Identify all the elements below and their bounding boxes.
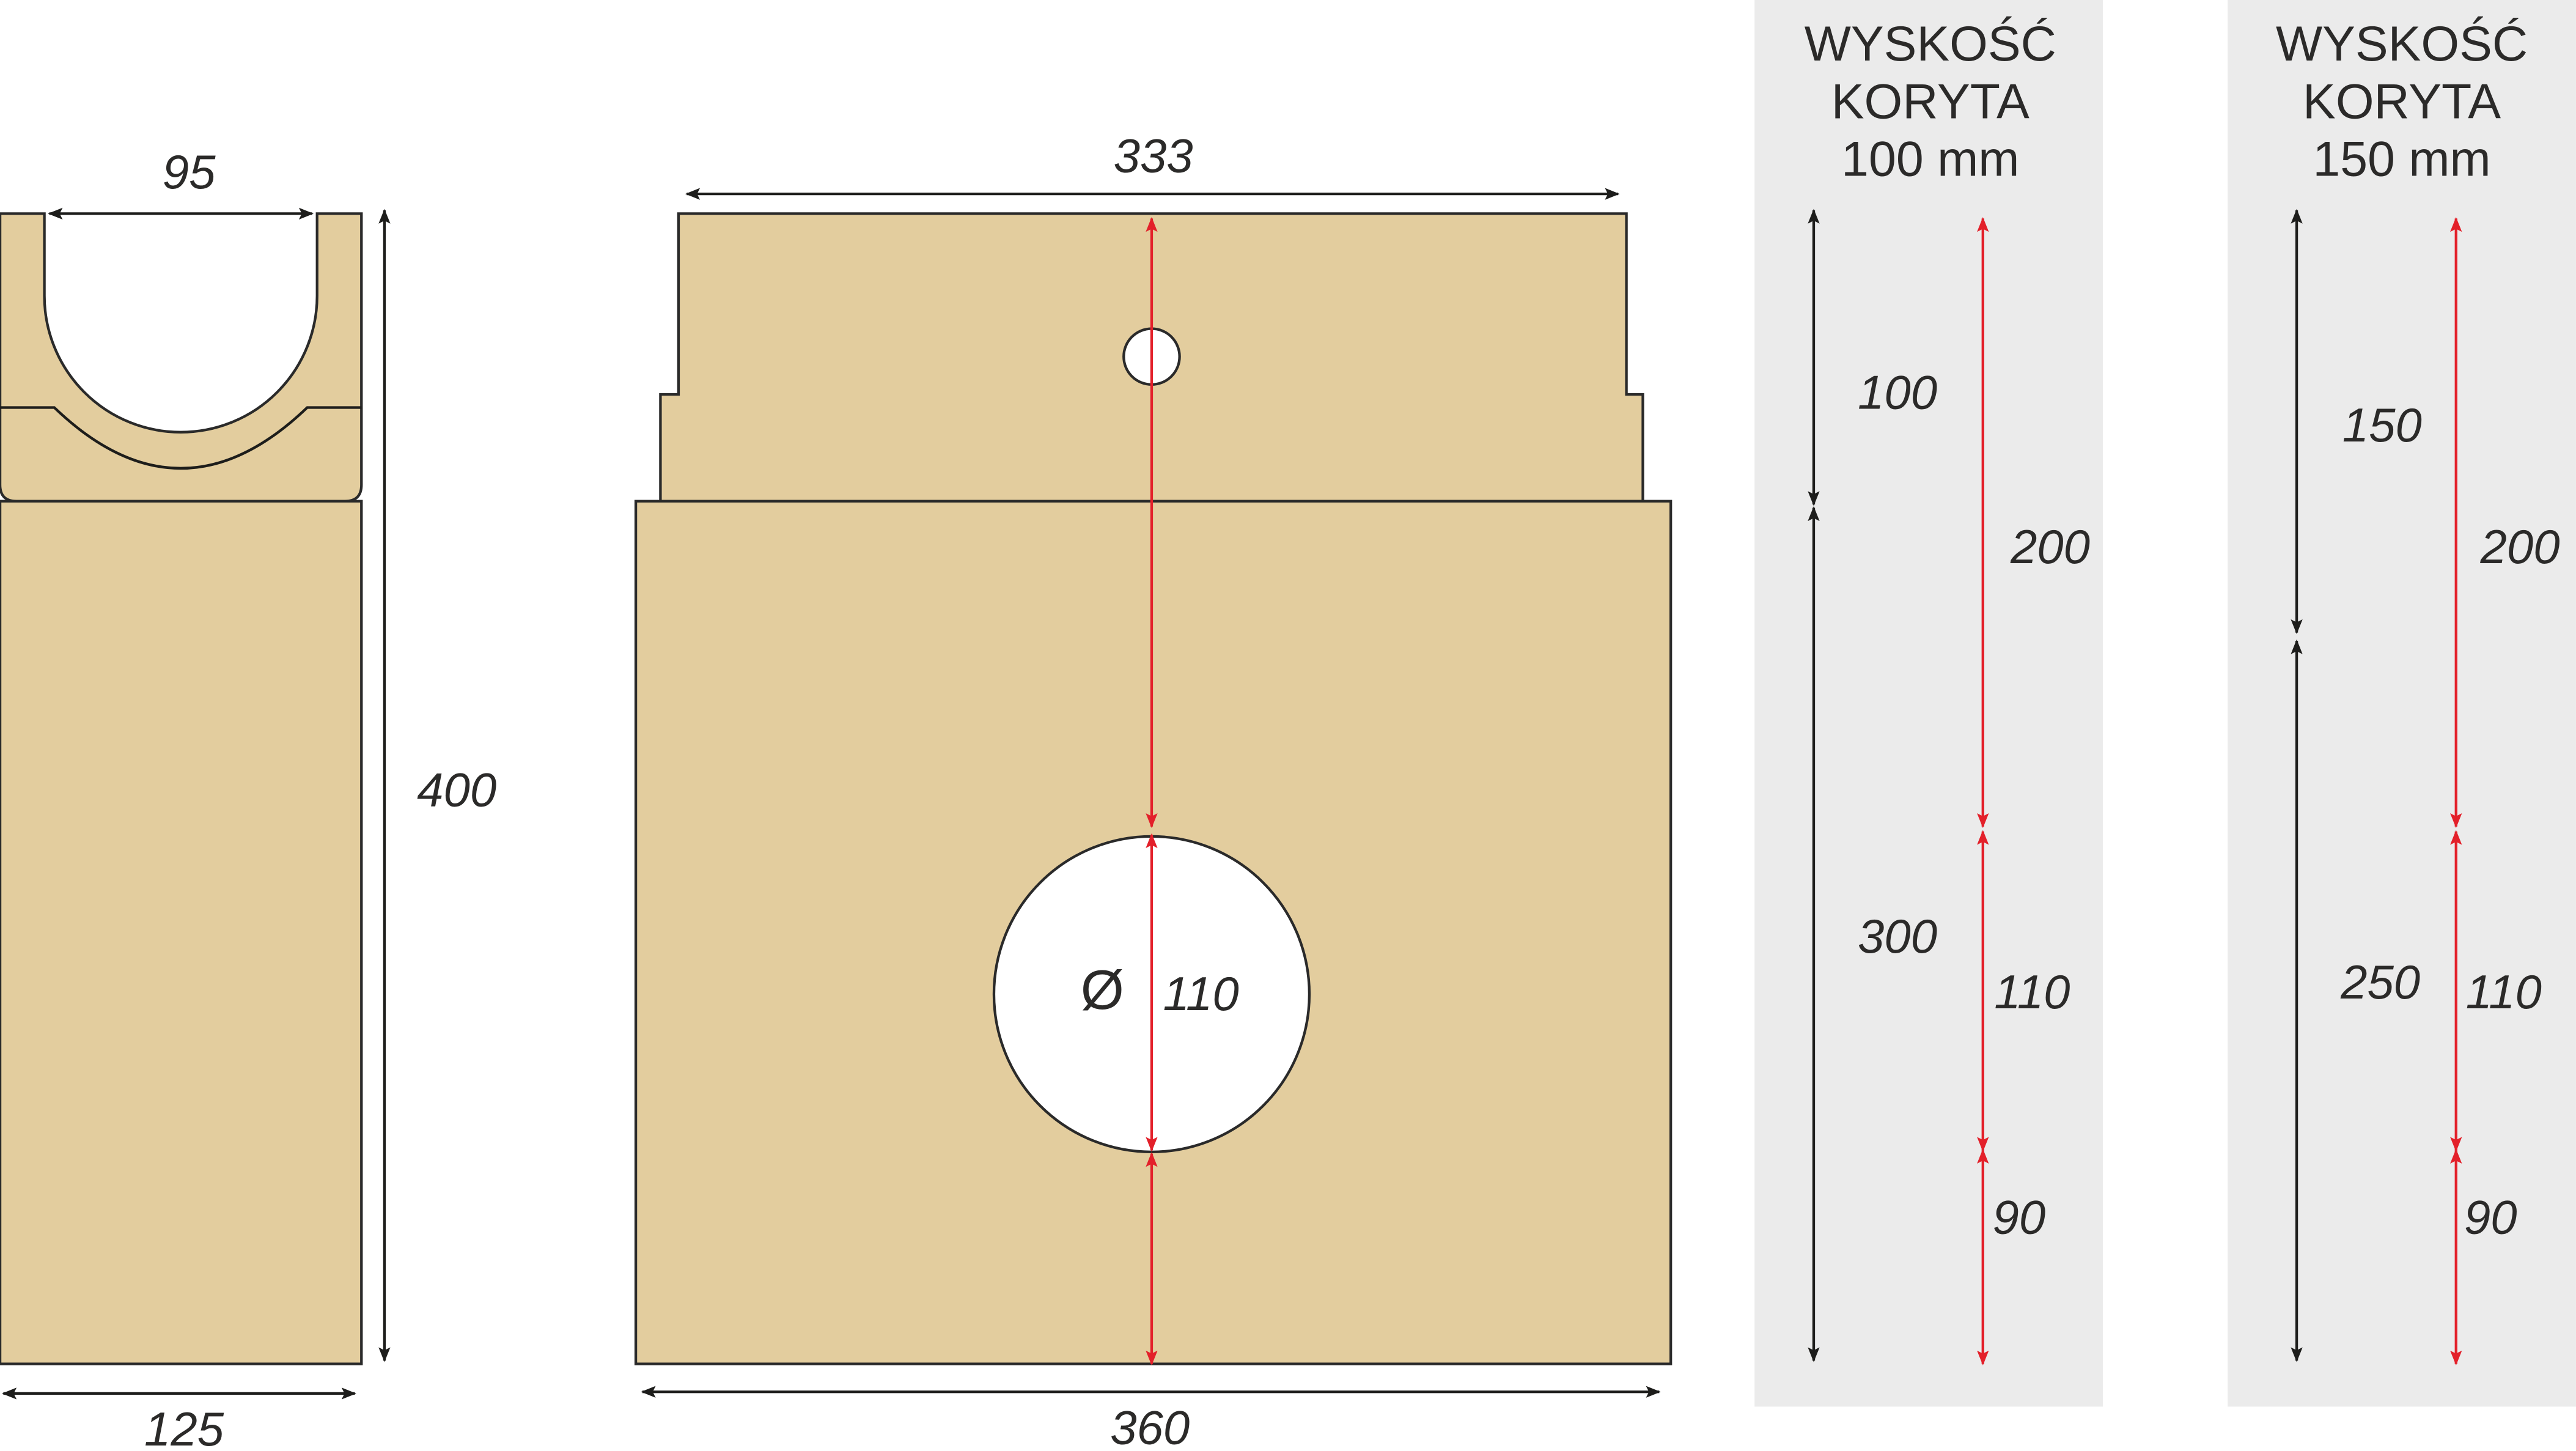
panel-background [1754,0,2103,1407]
red-dim-label: 110 [2466,965,2542,1019]
label-333: 333 [1114,128,1193,182]
panel-title-line1: WYSKOŚĆ [1805,16,2056,72]
red-dim-label: 90 [1993,1190,2046,1244]
black-dim-label: 300 [1858,909,1937,963]
label-pipe-110: 110 [1163,967,1238,1021]
panel-title-line2: KORYTA [1831,74,2030,129]
black-dim-label: 100 [1858,365,1937,419]
channel-top-section [0,212,363,503]
red-dim-label: 90 [2464,1190,2517,1244]
red-dim-label: 200 [2480,520,2560,574]
red-dim-label: 200 [2010,520,2090,574]
panel-150mm: WYSKOŚĆ KORYTA 150 mm 150 250 200 110 90 [2228,0,2576,1407]
panel-background [2228,0,2576,1407]
label-360: 360 [1110,1400,1190,1451]
red-dim-label: 110 [1994,965,2070,1019]
side-view: 95 400 125 [0,145,496,1451]
front-view: 333 360 Ø 110 [634,128,1673,1451]
diameter-symbol: Ø [1081,959,1124,1021]
black-dim-label: 150 [2342,398,2422,452]
channel-inner-line [0,406,362,470]
panel-title-line3: 150 mm [2313,131,2490,186]
panel-title-line2: KORYTA [2303,74,2501,129]
label-95: 95 [163,145,216,199]
label-125: 125 [144,1402,224,1451]
panel-100mm: WYSKOŚĆ KORYTA 100 mm 100 300 200 110 90 [1754,0,2103,1407]
label-400: 400 [417,763,496,817]
panel-title-line1: WYSKOŚĆ [2276,16,2528,72]
base-section [0,500,363,1365]
black-dim-label: 250 [2340,955,2420,1009]
panel-title-line3: 100 mm [1841,131,2019,186]
